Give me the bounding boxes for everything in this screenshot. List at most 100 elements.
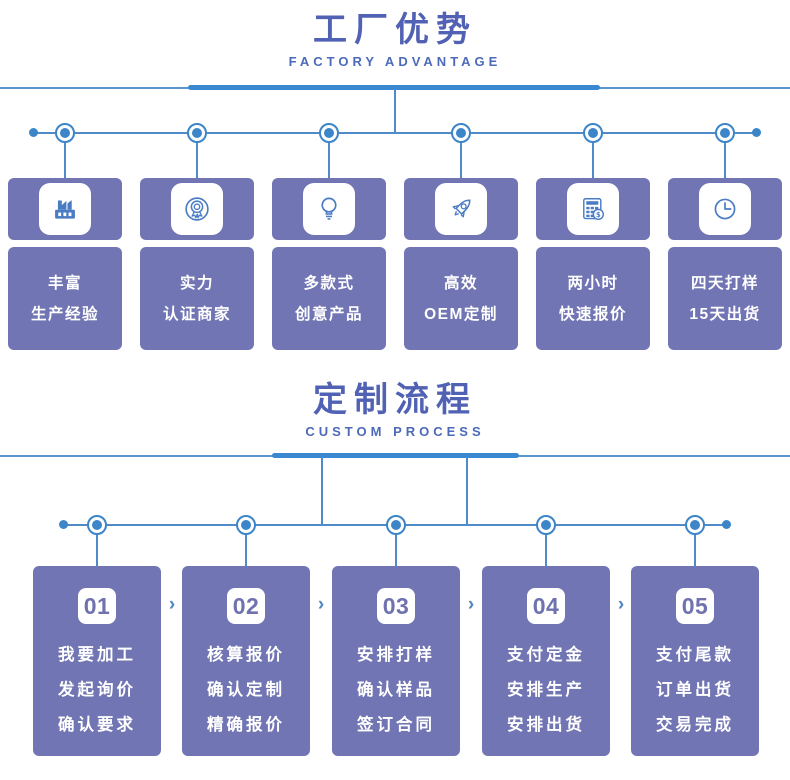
step-number-badge: 05 [676,588,714,624]
connector-node [55,123,75,143]
connector-end-dot [59,520,68,529]
advantage-card: 多款式 创意产品 [272,247,386,350]
advantage-title: 工厂优势 [313,11,477,49]
connector-end-dot [752,128,761,137]
advantage-card-icon-box [8,178,122,240]
card-stub-line [592,133,594,178]
step-line: 签订合同 [357,716,435,734]
step-number: 04 [532,592,560,619]
card-stub-line [724,133,726,178]
process-drop-line [321,457,323,525]
advantage-card-line2: 15天出货 [689,305,761,323]
step-stub-line [245,525,247,566]
advantage-card-line2: 生产经验 [30,305,99,323]
step-line: 安排生产 [507,681,585,699]
advantage-card-line2: OEM定制 [424,305,498,323]
card-stub-line [196,133,198,178]
step-line: 订单出货 [656,681,734,699]
step-stub-line [96,525,98,566]
step-number-badge: 02 [227,588,265,624]
step-number: 03 [382,592,410,619]
step-line: 支付尾款 [656,646,734,664]
process-step-card: 04 支付定金 安排生产 安排出货 [482,566,610,756]
step-line: 精确报价 [207,716,285,734]
svg-text:$: $ [596,211,601,219]
step-line: 支付定金 [507,646,585,664]
advantage-card: 两小时 快速报价 [536,247,650,350]
advantage-card-line1: 四天打样 [690,274,759,292]
process-subtitle: CUSTOM PROCESS [305,424,485,440]
process-step-card: 03 安排打样 确认样品 签订合同 [332,566,460,756]
process-drop-line [466,457,468,525]
advantage-center-drop-line [394,89,396,133]
step-arrow-icon: › [617,594,625,615]
advantage-card: 实力 认证商家 [140,247,254,350]
advantage-card-icon-box [668,178,782,240]
advantage-card: 高效 OEM定制 [404,247,518,350]
process-title: 定制流程 [313,381,477,419]
step-arrow-icon: › [467,594,475,615]
step-number: 05 [681,592,709,619]
advantage-card: 四天打样 15天出货 [668,247,782,350]
process-section-title: 定制流程 CUSTOM PROCESS [0,381,790,440]
connector-node [451,123,471,143]
process-step-card: 02 核算报价 确认定制 精确报价 [182,566,310,756]
advantage-card-line2: 快速报价 [558,305,627,323]
step-stub-line [694,525,696,566]
connector-end-dot [722,520,731,529]
advantage-card-line1: 两小时 [567,274,619,292]
step-number-badge: 01 [78,588,116,624]
process-step-card: 01 我要加工 发起询价 确认要求 [33,566,161,756]
clock-icon [699,183,751,235]
advantage-section-title: 工厂优势 FACTORY ADVANTAGE [0,11,790,70]
advantage-card: 丰富 生产经验 [8,247,122,350]
connector-node [386,515,406,535]
step-line: 安排打样 [357,646,435,664]
advantage-connector-line [33,132,757,134]
advantage-card-line2: 创意产品 [294,305,363,323]
connector-node [583,123,603,143]
connector-node [87,515,107,535]
step-number: 01 [83,592,111,619]
process-step-card: 05 支付尾款 订单出货 交易完成 [631,566,759,756]
step-line: 确认样品 [357,681,435,699]
step-line: 发起询价 [58,681,136,699]
step-stub-line [395,525,397,566]
card-stub-line [460,133,462,178]
step-arrow-icon: › [168,594,176,615]
advantage-card-icon-box [140,178,254,240]
advantage-card-line2: 认证商家 [162,305,231,323]
medal-icon [171,183,223,235]
connector-end-dot [29,128,38,137]
connector-node [536,515,556,535]
connector-node [715,123,735,143]
step-arrow-icon: › [317,594,325,615]
calculator-icon: $ [567,183,619,235]
advantage-subtitle: FACTORY ADVANTAGE [288,54,502,70]
connector-node [187,123,207,143]
card-stub-line [64,133,66,178]
step-number: 02 [232,592,260,619]
step-line: 安排出货 [507,716,585,734]
connector-node [319,123,339,143]
process-underline-accent [272,453,519,458]
step-line: 确认定制 [207,681,285,699]
bulb-icon [303,183,355,235]
advantage-card-icon-box [272,178,386,240]
advantage-card-line1: 多款式 [303,274,355,292]
advantage-card-line1: 丰富 [47,274,82,292]
connector-node [685,515,705,535]
advantage-card-icon-box: $ [536,178,650,240]
step-line: 交易完成 [656,716,734,734]
factory-icon [39,183,91,235]
step-stub-line [545,525,547,566]
step-number-badge: 03 [377,588,415,624]
step-line: 核算报价 [207,646,285,664]
step-line: 我要加工 [58,646,136,664]
connector-node [236,515,256,535]
card-stub-line [328,133,330,178]
rocket-icon [435,183,487,235]
advantage-card-line1: 高效 [443,274,478,292]
advantage-card-icon-box [404,178,518,240]
advantage-underline-accent [188,85,600,90]
